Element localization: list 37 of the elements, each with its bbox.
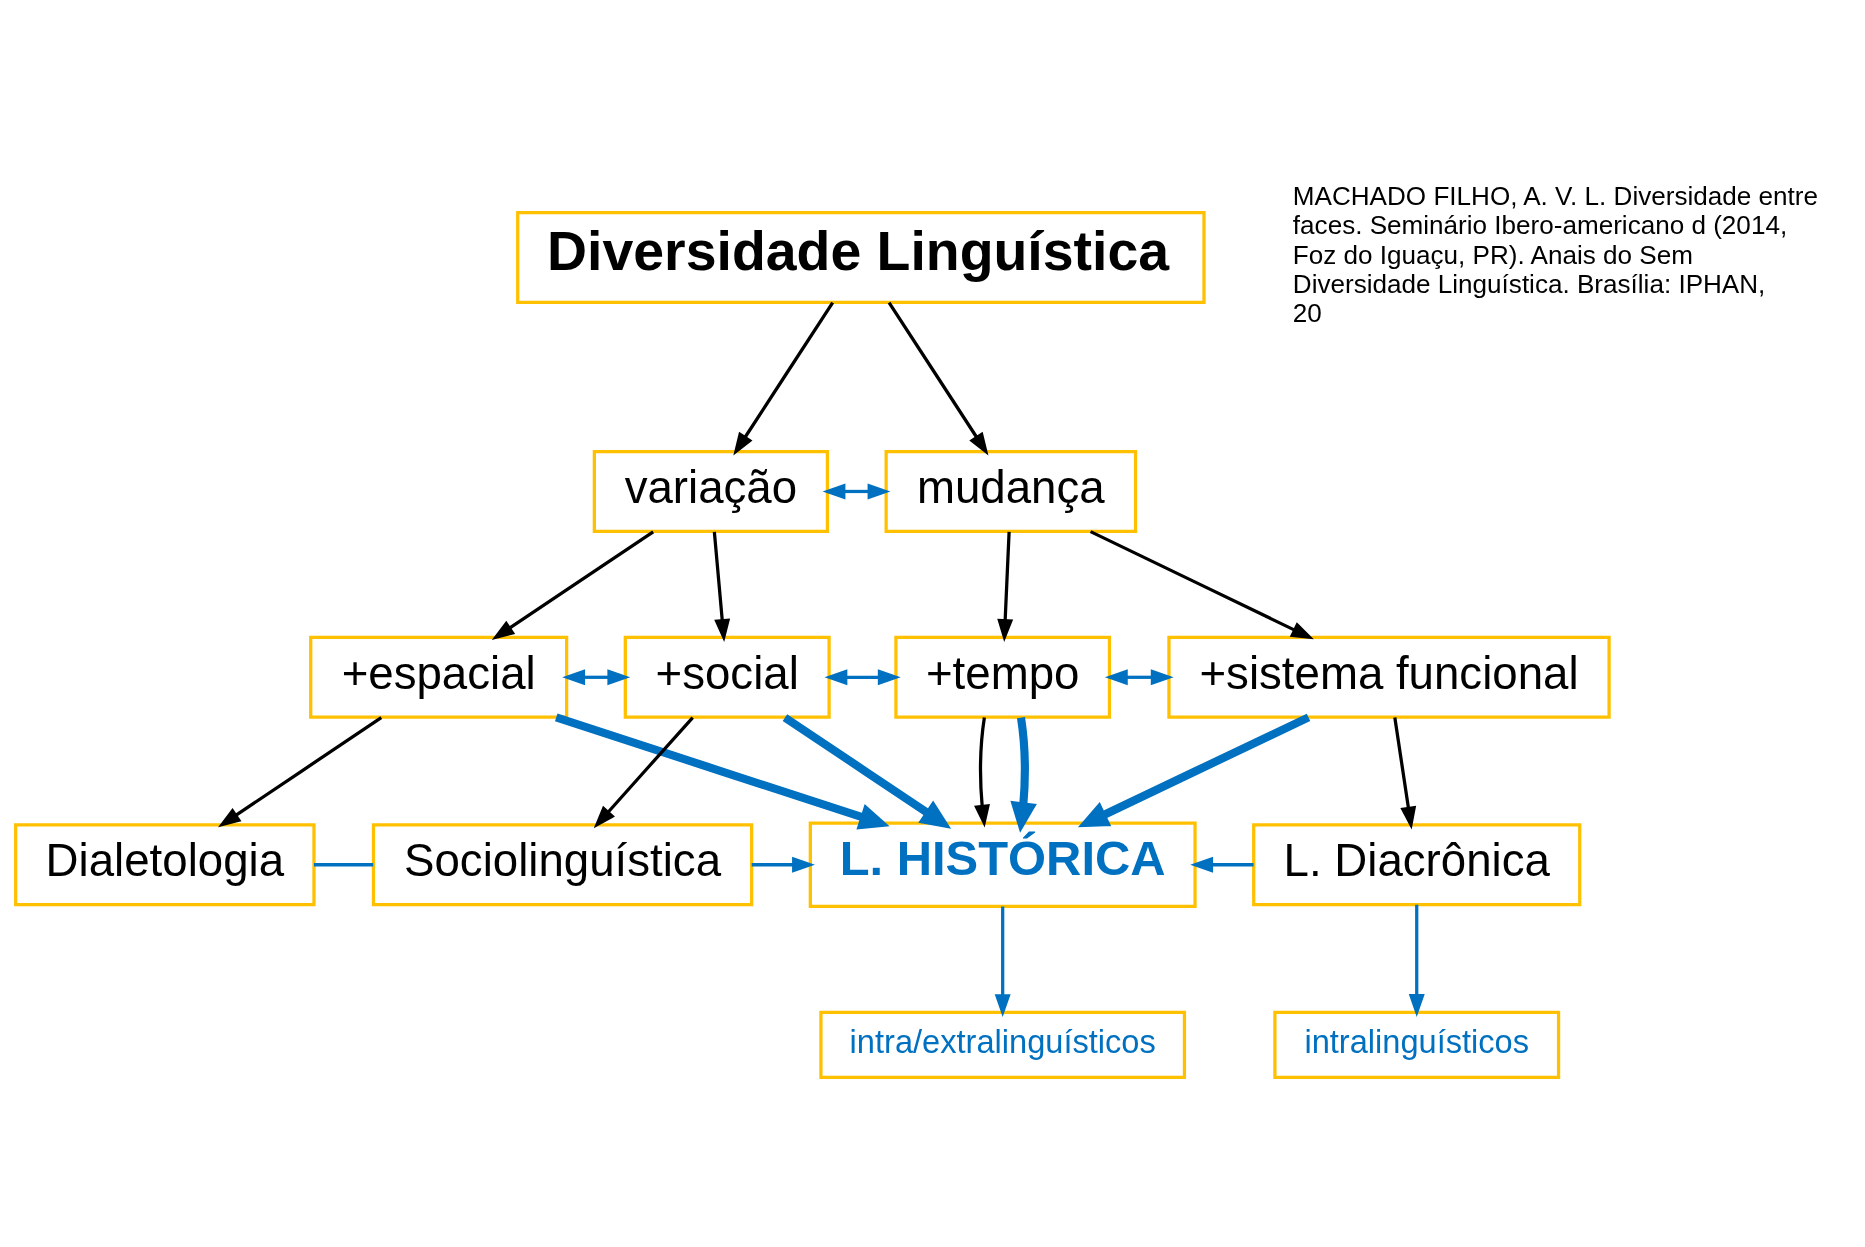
arrow <box>217 716 382 828</box>
node-box: L. HISTÓRICA <box>808 821 1197 908</box>
arrow <box>1077 713 1310 828</box>
arrow <box>994 906 1011 1017</box>
arrow <box>712 531 730 642</box>
arrow <box>1408 904 1425 1017</box>
label: MACHADO FILHO, A. V. L. Diversidade entre faces. Seminário Ibero-americano d (2014, Foz do Iguaçu, PR). Anais do Sem Diversidade Linguística. Brasília: IPHAN, 20 <box>1292 181 1818 329</box>
arrow <box>1392 717 1416 830</box>
node-box: intra/extralinguísticos <box>818 1010 1186 1080</box>
node-box: Diversidade Linguística <box>515 211 1206 304</box>
arrow <box>1104 669 1174 686</box>
arrow <box>824 669 901 686</box>
arrow <box>751 856 815 873</box>
arrow <box>887 301 988 456</box>
arrow <box>1009 716 1037 833</box>
node-box: +tempo <box>893 635 1111 719</box>
node-box: +sistema funcional <box>1166 635 1611 719</box>
arrow <box>732 301 834 456</box>
arrow <box>822 483 890 500</box>
node-box: Dialetologia <box>13 823 316 907</box>
arrow <box>561 669 630 686</box>
node-box: variação <box>592 449 829 534</box>
connector <box>313 863 373 867</box>
node-box: intralinguísticos <box>1272 1010 1560 1080</box>
node-box: Sociolinguística <box>371 823 753 907</box>
arrow <box>554 713 890 830</box>
node-box: +social <box>623 635 831 719</box>
arrow <box>491 530 654 641</box>
arrow <box>593 716 694 829</box>
arrow <box>996 531 1013 642</box>
arrow <box>782 714 951 829</box>
node-box: mudança <box>884 449 1137 534</box>
arrow <box>973 717 990 828</box>
arrow <box>1189 856 1254 873</box>
node-box: +espacial <box>308 635 568 719</box>
node-box: L. Diacrônica <box>1251 823 1581 907</box>
arrow <box>1089 530 1314 640</box>
